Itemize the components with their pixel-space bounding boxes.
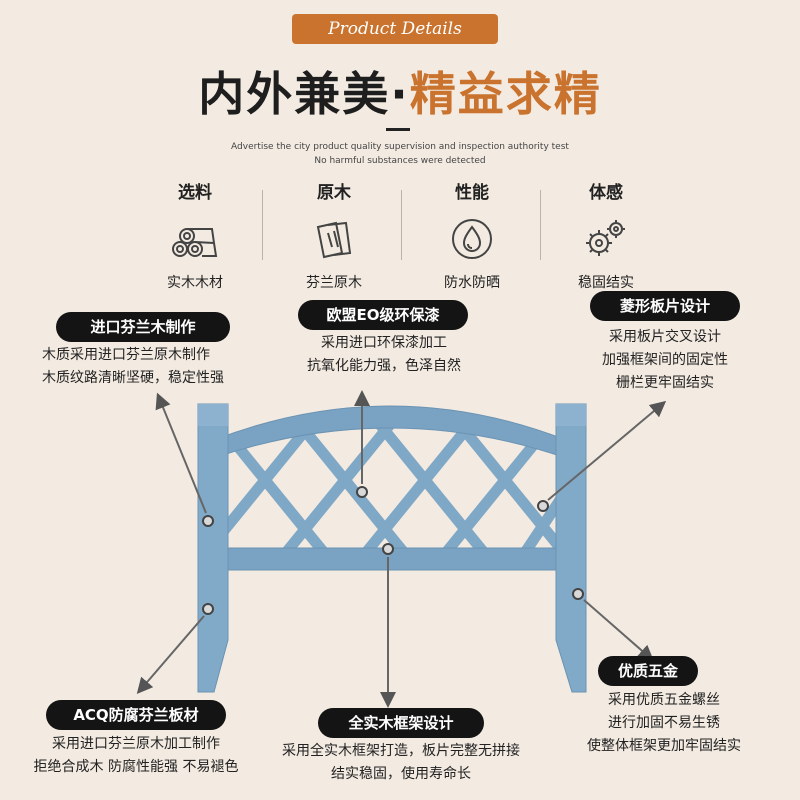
callout-line-hardware [583,599,655,662]
desc-eco-paint: 采用进口环保漆加工 抗氧化能力强，色泽自然 [294,332,474,378]
desc-imported-wood: 木质采用进口芬兰原木制作 木质纹路清晰坚硬，稳定性强 [42,344,224,390]
title-part-1: 内外兼美 [198,67,391,121]
feature-label: 稳固结实 [578,275,634,291]
water-drop-icon [412,214,532,264]
feature-divider [540,190,541,260]
title-underline [386,128,410,131]
wood-planks-icon [274,214,394,264]
desc-line: 采用进口环保漆加工 [321,335,447,351]
desc-line: 木质采用进口芬兰原木制作 [42,347,210,363]
desc-diamond-panel: 采用板片交叉设计 加强框架间的固定性 栅栏更牢固结实 [590,326,740,395]
product-details-badge: Product Details [292,14,498,44]
feature-divider [262,190,263,260]
desc-line: 采用进口芬兰原木加工制作 [52,736,220,752]
gears-icon [546,214,666,264]
desc-hardware: 采用优质五金螺丝 进行加固不易生锈 使整体框架更加牢固结实 [566,689,762,758]
screw [382,543,394,555]
feature-title: 性能 [455,183,489,203]
screw [356,486,368,498]
tag-imported-wood: 进口芬兰木制作 [56,312,230,342]
desc-line: 使整体框架更加牢固结实 [587,738,741,754]
title-dot: · [390,67,410,121]
left-post-cap [198,404,228,426]
feature-performance: 性能 防水防晒 [412,178,532,292]
feature-title: 体感 [589,183,623,203]
callout-line-diamond-panel [547,400,667,501]
screw [202,515,214,527]
page-title: 内外兼美·精益求精 [0,58,800,124]
desc-line: 采用全实木框架打造，板片完整无拼接 [282,743,520,759]
feature-label: 实木木材 [167,275,223,291]
desc-line: 采用优质五金螺丝 [608,692,720,708]
screw [572,588,584,600]
feature-label: 芬兰原木 [306,275,362,291]
feature-feel: 体感 稳固结实 [546,178,666,292]
desc-line: 加强框架间的固定性 [602,352,728,368]
desc-line: 采用板片交叉设计 [609,329,721,345]
desc-line: 进行加固不易生锈 [608,715,720,731]
callout-line-imported-wood [155,392,207,514]
desc-line: 木质纹路清晰坚硬，稳定性强 [42,370,224,386]
desc-line: 拒绝合成木 防腐性能强 不易褪色 [33,759,239,775]
right-post-cap [556,404,586,426]
desc-acq-board: 采用进口芬兰原木加工制作 拒绝合成木 防腐性能强 不易褪色 [18,733,254,779]
callout-line-acq-board [136,615,205,695]
desc-solid-frame: 采用全实木框架打造，板片完整无拼接 结实稳固，使用寿命长 [258,740,544,786]
screw [537,500,549,512]
feature-label: 防水防晒 [444,275,500,291]
feature-title: 原木 [317,183,351,203]
title-part-2: 精益求精 [409,67,602,121]
right-post [555,403,587,693]
tag-solid-frame: 全实木框架设计 [318,708,484,738]
feature-material: 选料 实木木材 [135,178,255,292]
subtitle-line-2: No harmful substances were detected [314,156,486,166]
subtitle-line-1: Advertise the city product quality super… [231,142,569,152]
tag-hardware: 优质五金 [598,656,698,686]
feature-title: 选料 [178,183,212,203]
desc-line: 抗氧化能力强，色泽自然 [307,358,461,374]
desc-line: 结实稳固，使用寿命长 [331,766,471,782]
feature-divider [401,190,402,260]
wood-logs-icon [135,214,255,264]
tag-eco-paint: 欧盟EO级环保漆 [298,300,468,330]
tag-diamond-panel: 菱形板片设计 [590,291,740,321]
tag-acq-board: ACQ防腐芬兰板材 [46,700,226,730]
desc-line: 栅栏更牢固结实 [616,375,714,391]
screw [202,603,214,615]
left-post [197,403,229,693]
feature-log: 原木 芬兰原木 [274,178,394,292]
